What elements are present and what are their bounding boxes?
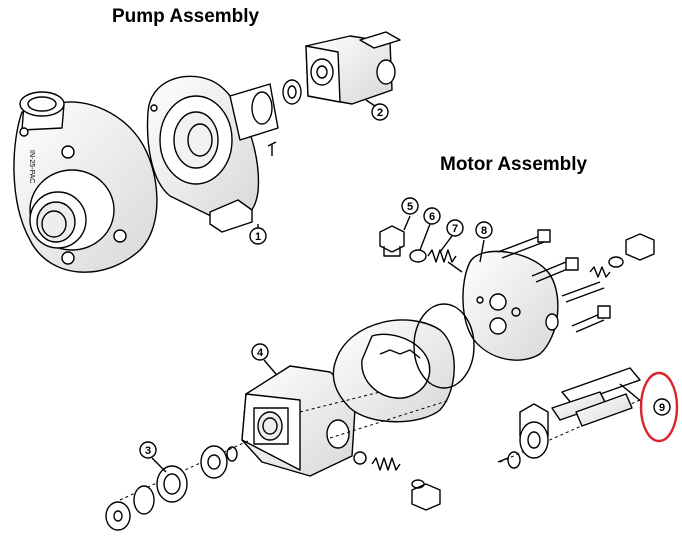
motor-lower-spring-plug (353, 451, 441, 511)
leader-9 (619, 383, 643, 403)
motor-through-bolts (497, 229, 611, 333)
callout-5-label: 5 (407, 201, 413, 213)
motor-right-plug (589, 233, 655, 278)
housing-stamp-text: IN-25-PAC (28, 150, 35, 183)
pump-seal-washer (282, 79, 302, 105)
callout-8-circle (475, 221, 493, 239)
motor-bearing-stack (105, 445, 238, 531)
callout-4-label: 4 (257, 347, 264, 359)
motor-assembly-title: Motor Assembly (440, 154, 588, 175)
callout-2-label: 2 (377, 107, 383, 119)
motor-o-ring (409, 249, 427, 263)
leader-8 (479, 239, 485, 263)
callout-6-circle (423, 207, 441, 225)
motor-rotor-shaft-group (497, 367, 641, 469)
leader-5 (403, 215, 411, 231)
callout-9-circle (653, 398, 671, 416)
leader-6 (419, 223, 431, 251)
callout-7-label: 7 (452, 223, 458, 235)
callout-6-label: 6 (429, 211, 435, 223)
callout-5-circle (401, 197, 419, 215)
leader-7 (439, 235, 453, 253)
pump-volute-casing (13, 91, 158, 273)
motor-relief-spring (427, 249, 463, 273)
callout-3-label: 3 (145, 445, 151, 457)
callout-1-label: 1 (255, 231, 261, 243)
motor-gasket-plates (332, 303, 475, 423)
pump-hydraulic-motor (305, 31, 401, 105)
highlight-ellipse (639, 371, 679, 443)
pump-back-plate (146, 75, 279, 233)
leader-3 (151, 457, 167, 473)
motor-relief-plug (379, 225, 405, 257)
pump-assembly-title: Pump Assembly (112, 6, 260, 27)
callout-2-circle (371, 103, 389, 121)
leader-4 (263, 359, 277, 375)
motor-port-plate (462, 250, 559, 361)
callout-3-circle (139, 441, 157, 459)
motor-gear-housing (241, 365, 357, 477)
callout-8-label: 8 (481, 225, 487, 237)
callout-7-circle (446, 219, 464, 237)
callout-9-label: 9 (659, 402, 665, 414)
callout-4-circle (251, 343, 269, 361)
callout-1-circle (249, 227, 267, 245)
